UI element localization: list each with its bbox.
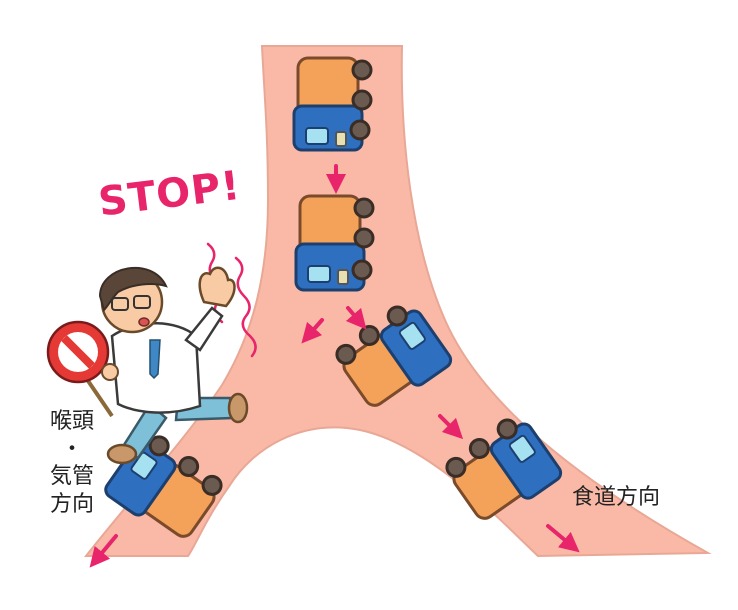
stop-sign-icon bbox=[46, 320, 110, 384]
truck-icon bbox=[445, 418, 563, 520]
doctor-figure-icon bbox=[46, 266, 249, 465]
squiggle-icon bbox=[234, 256, 257, 358]
pharynx-shape bbox=[83, 45, 712, 558]
label-left-line4: 方向 bbox=[49, 491, 94, 517]
down-arrow-icon bbox=[89, 534, 118, 568]
truck-icon bbox=[104, 435, 223, 538]
down-arrow-icon bbox=[345, 306, 367, 330]
down-arrow-icon bbox=[438, 414, 464, 440]
esophagus-direction-label: 食道方向 bbox=[572, 485, 661, 510]
label-left-line3: 気管 bbox=[49, 464, 94, 489]
label-left-line1: 喉頭 bbox=[49, 409, 94, 434]
larynx-trachea-direction-label: 喉頭 ・ 気管 方向 bbox=[40, 408, 104, 518]
down-arrow-icon bbox=[546, 524, 580, 553]
down-arrow-icon bbox=[301, 318, 324, 344]
truck-icon bbox=[292, 56, 373, 152]
truck-icon bbox=[294, 194, 375, 292]
truck-icon bbox=[335, 305, 453, 407]
label-left-line2: ・ bbox=[60, 436, 83, 462]
